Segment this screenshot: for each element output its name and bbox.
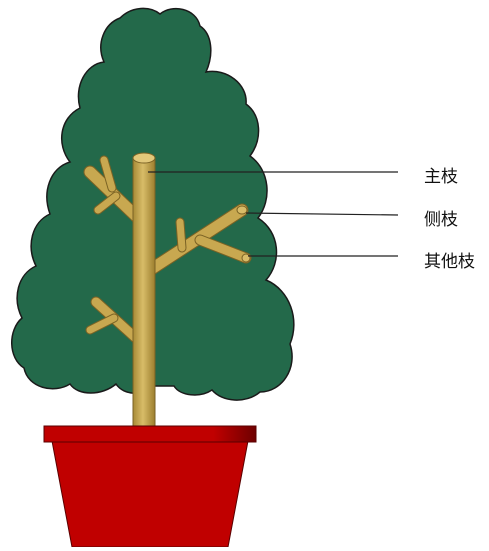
other-branch bbox=[175, 217, 252, 264]
leader-line-side bbox=[245, 212, 399, 216]
label-main-branch: 主枝 bbox=[424, 167, 458, 187]
label-other-branch: 其他枝 bbox=[424, 252, 475, 272]
pot-rim bbox=[43, 425, 257, 443]
leader-lines bbox=[148, 171, 399, 257]
label-side-branch: 侧枝 bbox=[424, 210, 458, 230]
pot-body bbox=[51, 440, 249, 548]
flower-pot bbox=[43, 425, 257, 548]
lower-left-branch bbox=[85, 296, 144, 346]
upper-left-branch bbox=[83, 155, 147, 227]
main-trunk bbox=[132, 152, 156, 431]
branches bbox=[83, 152, 252, 431]
